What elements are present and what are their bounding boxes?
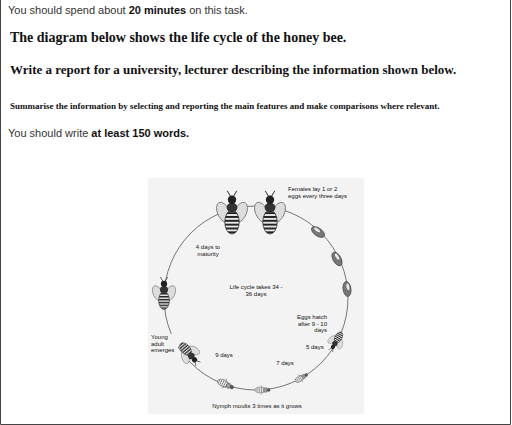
cycle-note: Life cycle takes 34 - 36 days: [227, 284, 285, 297]
cycle-ring: [164, 206, 348, 390]
emphasis-text: at least 150 words.: [91, 127, 189, 139]
stage-note: Eggs hatch after 9 - 10 days: [290, 314, 328, 334]
instruction-text: You should write: [8, 127, 88, 139]
duration-label: 7 days: [275, 360, 295, 367]
life-stages: [150, 191, 352, 395]
instruction-line: You should writeat least 150 words.: [8, 127, 192, 139]
task-title: The diagram below shows the life cycle o…: [10, 30, 505, 46]
duration-label: 9 days: [214, 352, 234, 359]
stage-note: Nymph moults 3 times as it grows: [211, 403, 303, 410]
instruction-text: You should spend about: [8, 4, 126, 16]
instruction-line: You should spend about20 minuteson this …: [8, 4, 251, 16]
task-instruction: Write a report for a university, lecture…: [10, 62, 505, 78]
task-instruction: Summarise the information by selecting a…: [10, 101, 508, 111]
stage-note: Young adult emerges: [150, 334, 178, 354]
instruction-text: on this task.: [189, 4, 248, 16]
duration-label: 5 days: [305, 344, 325, 351]
emphasis-text: 20 minutes: [129, 4, 186, 16]
stage-note: Females lay 1 or 2 eggs every three days: [287, 186, 351, 199]
duration-label: 4 days to maturity: [185, 244, 231, 257]
diagram-ground: [148, 178, 364, 414]
